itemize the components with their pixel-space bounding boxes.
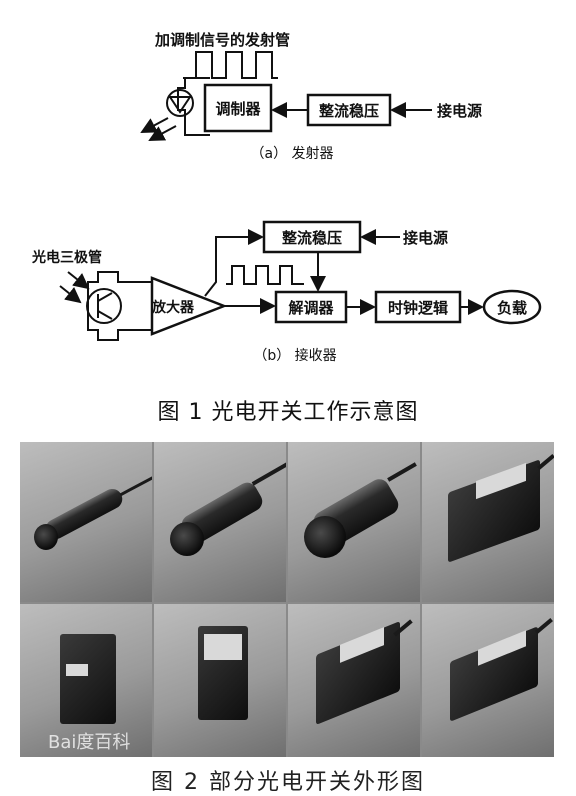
photo-cylindrical-sensor-2 (154, 442, 286, 602)
sensor-cable (535, 618, 553, 634)
photo-box-sensor-1 (422, 442, 554, 602)
emitter-diode-icon (166, 89, 194, 117)
sensor-cable (119, 474, 152, 497)
sensor-label (66, 664, 88, 676)
caption-a: （a） 发射器 (250, 146, 333, 162)
figure-2-caption: 图 2 部分光电开关外形图 (151, 770, 425, 795)
sensor-face (170, 522, 204, 556)
emitter-housing (177, 77, 210, 136)
sensor-face (34, 524, 58, 550)
sensor-label (204, 634, 242, 660)
regulator-label-b: 整流稳压 (282, 229, 342, 247)
emitted-light-arrows (140, 117, 177, 141)
watermark: Bai度百科 (48, 732, 131, 753)
clock-logic-box (374, 290, 462, 324)
figure-1-caption: 图 1 光电开关工作示意图 (157, 400, 419, 425)
sensor-face (304, 516, 346, 558)
power-label-b: 接电源 (403, 229, 448, 247)
caption-b: （b） 接收器 (253, 347, 336, 364)
sensor-photo-grid (20, 442, 554, 757)
amplifier-to-regulator-line (204, 229, 264, 297)
photo-cylindrical-sensor-3 (288, 442, 420, 602)
modulation-pulse-b (226, 265, 304, 285)
modulation-pulse-a (183, 51, 278, 79)
regulator-label-a: 整流稳压 (319, 102, 379, 120)
demodulator-label: 解调器 (288, 299, 334, 317)
regulator-box-b (262, 220, 362, 254)
phototransistor-label: 光电三极管 (31, 249, 102, 266)
power-label-a: 接电源 (437, 102, 482, 120)
photo-box-sensor-4 (288, 604, 420, 757)
modulator-box (203, 83, 273, 133)
amplifier-triangle (150, 276, 228, 336)
modulator-label: 调制器 (215, 100, 261, 118)
photo-box-sensor-2 (20, 604, 152, 757)
emitter-signal-label: 加调制信号的发射管 (154, 31, 290, 49)
load-label: 负载 (497, 299, 527, 317)
photo-box-sensor-5 (422, 604, 554, 757)
load-ellipse (482, 289, 542, 325)
incoming-light-arrows (59, 271, 90, 304)
phototransistor-icon (86, 288, 122, 324)
circuit-diagram: 加调制信号的发射管 调制器 整流稳压 接电源 （a） 发射器 光电三极管 放大器 (31, 31, 542, 364)
sensor-cable (387, 462, 417, 482)
sensor-body (60, 634, 116, 724)
photo-cylindrical-sensor-1 (20, 442, 152, 602)
photo-box-sensor-3 (154, 604, 286, 757)
sensor-cable (251, 462, 286, 486)
demodulator-box (274, 290, 348, 324)
clock-logic-label: 时钟逻辑 (388, 299, 448, 317)
amplifier-label: 放大器 (151, 299, 195, 316)
